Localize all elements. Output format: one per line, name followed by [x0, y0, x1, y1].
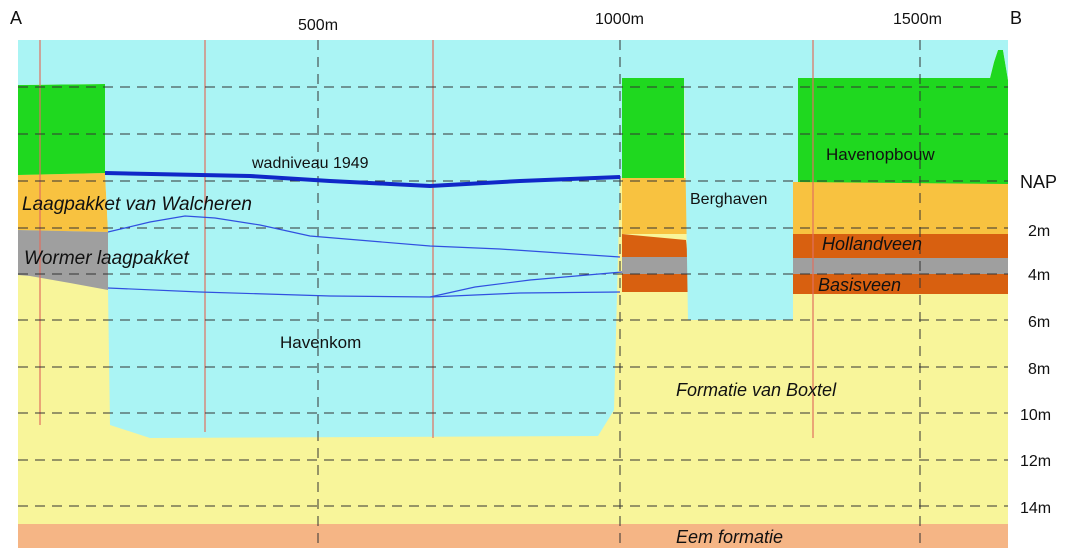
tick-1000m: 1000m	[595, 11, 644, 28]
label-wormer: Wormer laagpakket	[24, 248, 189, 269]
tick-1500m: 1500m	[893, 11, 942, 28]
label-hollandveen: Hollandveen	[822, 234, 922, 254]
tick-500m: 500m	[298, 17, 338, 34]
depth-14m: 14m	[1020, 500, 1051, 517]
label-boxtel: Formatie van Boxtel	[676, 380, 837, 400]
wadniveau-line	[104, 171, 621, 189]
label-eem: Eem formatie	[676, 527, 783, 547]
depth-nap: NAP	[1020, 172, 1057, 192]
depth-8m: 8m	[1028, 361, 1050, 378]
depth-4m: 4m	[1028, 267, 1050, 284]
havenopbouw-left	[18, 84, 105, 175]
walcheren-right-a	[622, 178, 688, 234]
depth-12m: 12m	[1020, 453, 1051, 470]
hollandveen-a	[622, 234, 688, 258]
eem-layer	[18, 524, 1008, 548]
depth-10m: 10m	[1020, 407, 1051, 424]
depth-2m: 2m	[1028, 223, 1050, 240]
label-wadniveau: wadniveau 1949	[251, 155, 369, 172]
label-walcheren: Laagpakket van Walcheren	[22, 194, 252, 215]
grid-lines	[18, 40, 1008, 548]
havenopbouw-right	[798, 50, 1008, 184]
label-basisveen: Basisveen	[818, 275, 901, 295]
havenopbouw-mid	[622, 78, 684, 178]
grey-b	[793, 258, 1008, 274]
water-top	[18, 40, 1008, 438]
walcheren-right-b	[793, 182, 1008, 234]
interface-lines	[107, 215, 623, 298]
depth-6m: 6m	[1028, 314, 1050, 331]
basisveen-b	[793, 274, 1008, 294]
label-havenopbouw: Havenopbouw	[826, 145, 935, 164]
grey-a	[622, 257, 688, 274]
basisveen-a	[622, 274, 688, 292]
label-b: B	[1010, 8, 1022, 28]
label-berghaven: Berghaven	[690, 191, 767, 208]
hollandveen-b	[793, 234, 1008, 258]
label-havenkom: Havenkom	[280, 333, 361, 352]
label-a: A	[10, 8, 22, 28]
